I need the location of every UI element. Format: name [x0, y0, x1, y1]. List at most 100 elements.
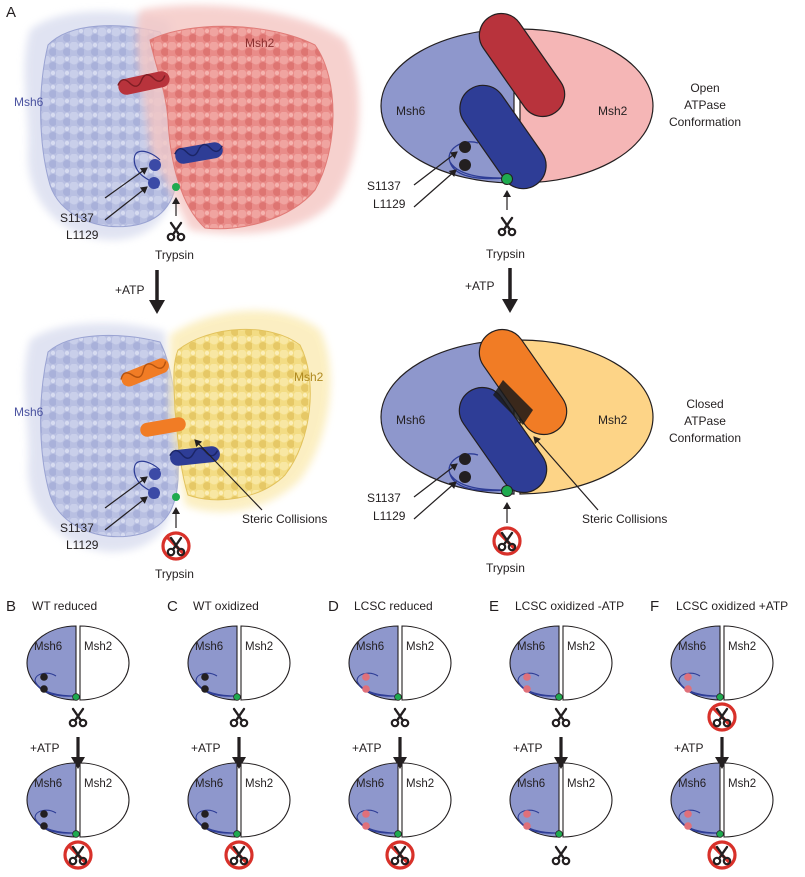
structure-bottom-s1137-label: S1137: [60, 521, 94, 535]
msh6-half: [348, 762, 399, 838]
structure-bottom-l1129-label: L1129: [66, 538, 99, 552]
l1129-arrow: [104, 186, 148, 221]
schematic-steric-arrow: [533, 436, 599, 511]
down-arrow-icon: [71, 737, 85, 769]
msh2-half: [562, 762, 613, 838]
schematic-helix-blue: [459, 84, 547, 190]
loop-line: [517, 672, 560, 697]
schematic-atp-label: +ATP: [465, 279, 494, 293]
cleavage-site: [172, 493, 180, 501]
msh2-half: [401, 625, 452, 701]
cleavage-site: [72, 693, 80, 701]
schematic-msh2: [519, 339, 654, 495]
s1137-arrow: [104, 167, 148, 199]
msh2-half: [79, 762, 130, 838]
no-cleavage-icon: [385, 840, 415, 870]
schematic-bottom-steric-label: Steric Collisions: [582, 512, 667, 526]
cleavage-site: [555, 830, 563, 838]
schematic-top-s1137-label: S1137: [367, 179, 401, 193]
loop-line: [356, 809, 399, 834]
loop-line: [34, 672, 77, 697]
msh6-half: [670, 762, 721, 838]
structure-bottom-trypsin-label: Trypsin: [155, 567, 194, 581]
loop-line: [195, 672, 238, 697]
msh2-half: [240, 625, 291, 701]
l1129-residue: [523, 685, 531, 693]
schematic-msh2: [519, 28, 654, 184]
helix-red: [117, 71, 170, 95]
schematic-s1137-arrow: [413, 151, 458, 186]
msh2-label: Msh2: [567, 778, 595, 790]
msh2-half: [79, 625, 130, 701]
structure-closed: [24, 310, 331, 552]
cleavage-site: [172, 183, 180, 191]
structure-bottom-msh2-label: Msh2: [294, 370, 324, 384]
l1129-residue: [362, 685, 370, 693]
msh6-half: [187, 625, 238, 701]
s1137-residue: [201, 673, 209, 681]
no-cleavage-icon: [161, 531, 191, 561]
l1129-residue: [684, 822, 692, 830]
structure-open: [24, 5, 360, 241]
down-arrow-icon: [149, 270, 165, 314]
structure-top-msh2-label: Msh2: [245, 36, 275, 50]
panel-letter: F: [650, 598, 659, 615]
scissors-icon: [166, 221, 186, 242]
panel-title: WT reduced: [32, 599, 97, 613]
l1129-residue: [148, 177, 160, 189]
msh2-label: Msh2: [245, 778, 273, 790]
schematic-cleavage-site: [501, 173, 513, 185]
s1137-residue: [362, 810, 370, 818]
schematic-bottom-s1137-label: S1137: [367, 491, 401, 505]
loop-line: [34, 809, 77, 834]
schematic-top-msh6-label: Msh6: [396, 104, 426, 118]
structure-top-s1137-label: S1137: [60, 211, 94, 225]
atp-label: +ATP: [352, 741, 381, 755]
cleavage-site: [555, 693, 563, 701]
s1137-residue: [149, 159, 161, 171]
s1137-residue: [40, 810, 48, 818]
l1129-residue: [523, 822, 531, 830]
l1129-residue: [201, 685, 209, 693]
schematic-msh6: [380, 339, 515, 495]
msh6-label: Msh6: [34, 778, 62, 790]
l1129-residue: [148, 487, 160, 499]
cleavage-site: [716, 830, 724, 838]
l1129-residue: [362, 822, 370, 830]
schematic-bottom-msh6-label: Msh6: [396, 413, 426, 427]
structure-top-msh6-label: Msh6: [14, 95, 44, 109]
scissors-icon: [229, 707, 249, 728]
msh2-surface: [149, 25, 334, 230]
l1129-arrow: [104, 496, 148, 531]
loop-line: [678, 809, 721, 834]
helix-orange: [120, 358, 186, 437]
schematic-l1129: [459, 159, 471, 171]
panel-title: LCSC oxidized -ATP: [515, 599, 624, 613]
panel-title: WT oxidized: [193, 599, 259, 613]
msh2-label: Msh2: [84, 778, 112, 790]
msh2-label: Msh2: [728, 778, 756, 790]
msh2-label: Msh2: [245, 641, 273, 653]
msh6-half: [348, 625, 399, 701]
msh6-label: Msh6: [678, 778, 706, 790]
atp-label: +ATP: [30, 741, 59, 755]
structure-top-trypsin-label: Trypsin: [155, 248, 194, 262]
down-arrow-icon: [715, 737, 729, 769]
scissors-icon: [68, 707, 88, 728]
no-cleavage-icon: [63, 840, 93, 870]
msh2-label: Msh2: [406, 641, 434, 653]
loop-line: [517, 809, 560, 834]
open-conformation-line3: Conformation: [669, 115, 741, 129]
panel-title: LCSC oxidized +ATP: [676, 599, 788, 613]
structure-atp-label: +ATP: [115, 283, 144, 297]
closed-conformation-line3: Conformation: [669, 431, 741, 445]
s1137-arrow: [104, 476, 148, 509]
structure-bottom-steric-label: Steric Collisions: [242, 512, 327, 526]
msh6-half: [187, 762, 238, 838]
msh2-half: [240, 762, 291, 838]
schematic-l1129-arrow: [413, 481, 457, 520]
cleavage-site: [233, 830, 241, 838]
schematic-top-l1129-label: L1129: [373, 197, 406, 211]
